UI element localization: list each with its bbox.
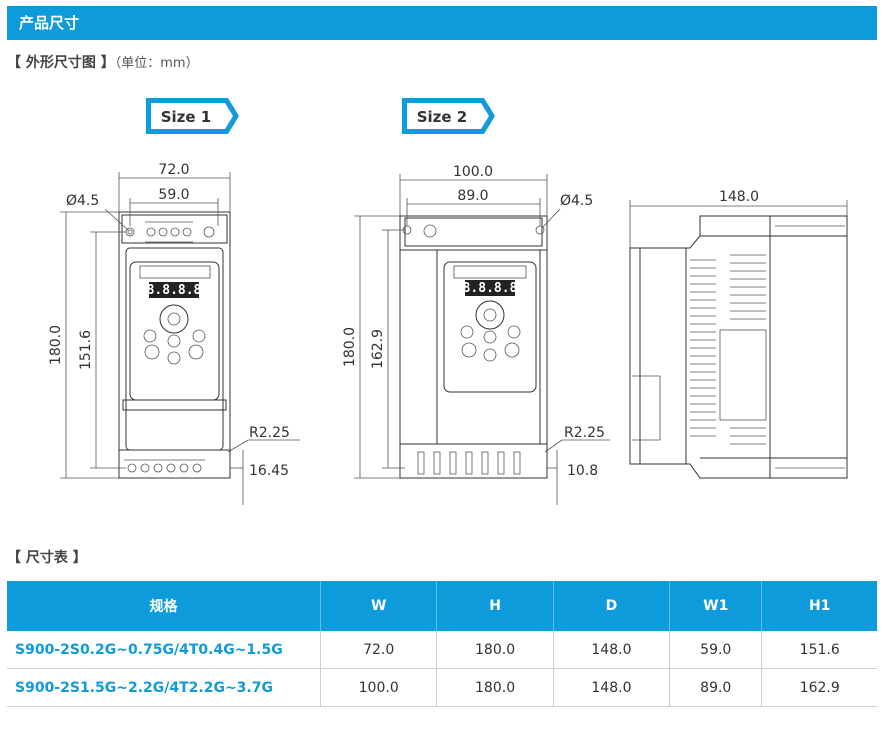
dimension-table: 规格 W H D W1 H1 S900-2S0.2G~0.75G/4T0.4G~… <box>7 581 877 707</box>
size1-h1: 151.6 <box>78 330 94 370</box>
cell-w1: 59.0 <box>669 631 763 669</box>
cell-h1: 151.6 <box>761 631 877 669</box>
header-h: H <box>436 581 554 631</box>
side-depth: 148.0 <box>719 189 759 205</box>
size2-height: 180.0 <box>342 327 358 367</box>
cell-h: 180.0 <box>436 668 554 707</box>
header-w: W <box>320 581 438 631</box>
header-w1: W1 <box>669 581 763 631</box>
cell-model: S900-2S1.5G~2.2G/4T2.2G~3.7G <box>7 668 321 707</box>
cell-h: 180.0 <box>436 631 554 669</box>
size2-foot: 10.8 <box>567 463 598 479</box>
size2-front-view: 8.8.8.8 <box>399 215 548 479</box>
side-view: 148.0 <box>629 189 848 479</box>
size1-width: 72.0 <box>158 162 189 178</box>
header-model: 规格 <box>7 581 321 631</box>
table-section-title: 【 尺寸表 】 <box>7 547 87 567</box>
header-h1: H1 <box>761 581 877 631</box>
size2-w1: 89.0 <box>457 188 488 204</box>
size2-hole: Ø4.5 <box>560 193 593 209</box>
size1-label: Size 1 <box>161 108 212 126</box>
cell-w: 72.0 <box>320 631 438 669</box>
size2-radius: R2.25 <box>564 425 605 441</box>
cell-w1: 89.0 <box>669 668 763 707</box>
size2-width: 100.0 <box>453 164 493 180</box>
size2-h1: 162.9 <box>370 329 386 369</box>
size1-front-view: 8.8.8.8 <box>118 211 231 479</box>
outline-section-title: 【 外形尺寸图 】（单位：mm） <box>7 52 199 72</box>
outline-drawing: Size 1 Size 2 8.8.8.8 <box>48 98 848 505</box>
cell-h1: 162.9 <box>761 668 877 707</box>
size1-radius: R2.25 <box>249 425 290 441</box>
table-title: 【 尺寸表 】 <box>7 550 87 566</box>
cell-d: 148.0 <box>553 631 671 669</box>
table-header-row: 规格 W H D W1 H1 <box>7 581 877 631</box>
header-title: 产品尺寸 <box>19 14 80 32</box>
table-row: S900-2S1.5G~2.2G/4T2.2G~3.7G 100.0 180.0… <box>7 668 877 707</box>
size2-dimensions: 100.0 89.0 Ø4.5 180.0 162.9 R2.25 10.8 <box>342 164 610 505</box>
cell-w: 100.0 <box>320 668 438 707</box>
size1-foot: 16.45 <box>249 463 289 479</box>
unit-label: （单位：mm） <box>114 56 199 71</box>
size2-label: Size 2 <box>417 108 468 126</box>
section-header: 产品尺寸 <box>7 6 877 40</box>
size1-height: 180.0 <box>48 325 64 365</box>
cell-d: 148.0 <box>553 668 671 707</box>
size2-display: 8.8.8.8 <box>463 281 518 296</box>
outline-title: 【 外形尺寸图 】 <box>7 55 115 71</box>
size1-w1: 59.0 <box>158 187 189 203</box>
size2-badge: Size 2 <box>402 98 495 134</box>
size1-display: 8.8.8.8 <box>147 283 202 298</box>
table-row: S900-2S0.2G~0.75G/4T0.4G~1.5G 72.0 180.0… <box>7 631 877 669</box>
size1-hole: Ø4.5 <box>66 193 99 209</box>
header-d: D <box>553 581 671 631</box>
cell-model: S900-2S0.2G~0.75G/4T0.4G~1.5G <box>7 631 321 669</box>
size1-badge: Size 1 <box>146 98 239 134</box>
size1-dimensions: 72.0 59.0 Ø4.5 180.0 151.6 R2.25 16.45 <box>48 162 300 505</box>
